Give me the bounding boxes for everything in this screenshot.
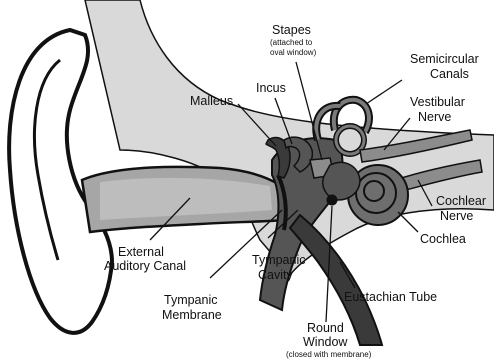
round-window [327, 195, 337, 205]
label-cochlear-nerve-2: Nerve [440, 209, 473, 223]
label-semicircular-1: Semicircular [410, 52, 479, 66]
vestibule [323, 162, 360, 200]
label-cochlea: Cochlea [420, 232, 466, 246]
label-stapes: Stapes [272, 23, 311, 37]
label-stapes-note-1: (attached to [270, 38, 313, 47]
leader-semicircular [366, 80, 402, 104]
label-stapes-note-2: oval window) [270, 48, 317, 57]
label-vestibular-1: Vestibular [410, 95, 465, 109]
label-round-window-1: Round [307, 321, 344, 335]
label-vestibular-2: Nerve [418, 110, 451, 124]
label-cochlear-nerve-1: Cochlear [436, 194, 486, 208]
label-external-2: Auditory Canal [104, 259, 186, 273]
label-tympanic-membrane-2: Membrane [162, 308, 222, 322]
label-eustachian: Eustachian Tube [344, 290, 437, 304]
label-external-1: External [118, 245, 164, 259]
label-incus: Incus [256, 81, 286, 95]
label-semicircular-2: Canals [430, 67, 469, 81]
label-malleus: Malleus [190, 94, 233, 108]
label-round-window-note: (closed with membrane) [286, 350, 372, 359]
label-tympanic-cavity-1: Tympanic [252, 253, 306, 267]
label-tympanic-membrane-1: Tympanic [164, 293, 218, 307]
label-tympanic-cavity-2: Cavity [258, 268, 293, 282]
label-round-window-2: Window [303, 335, 348, 349]
